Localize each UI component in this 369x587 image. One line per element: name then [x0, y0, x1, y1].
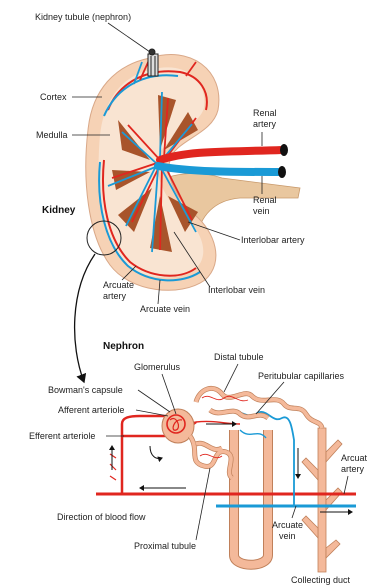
- renal-vein-vessel: [158, 166, 280, 172]
- label-bowmans-capsule: Bowman's capsule: [48, 385, 123, 395]
- flow-arrow-curve: [150, 446, 162, 459]
- label-arcuate-vein-right-1: Arcuate: [272, 520, 303, 530]
- label-glomerulus: Glomerulus: [134, 362, 181, 372]
- loop-of-henle: [234, 430, 268, 565]
- label-arcuate-vein-right-2: vein: [279, 531, 296, 541]
- label-arcuate-artery-1: Arcuate: [103, 280, 134, 290]
- label-peritubular-capillaries: Peritubular capillaries: [258, 371, 345, 381]
- label-cortex: Cortex: [40, 92, 67, 102]
- label-renal-artery-2: artery: [253, 119, 277, 129]
- kidney-tubule-mini: [148, 49, 158, 76]
- label-renal-vein-2: vein: [253, 206, 270, 216]
- label-renal-artery-1: Renal: [253, 108, 277, 118]
- label-distal-tubule: Distal tubule: [214, 352, 264, 362]
- label-efferent-arteriole: Efferent arteriole: [29, 431, 95, 441]
- label-direction-of-blood-flow: Direction of blood flow: [57, 512, 146, 522]
- label-arcuate-vein: Arcuate vein: [140, 304, 190, 314]
- label-arcuate-artery-right-1: Arcuat: [341, 453, 368, 463]
- label-proximal-tubule: Proximal tubule: [134, 541, 196, 551]
- label-kidney-tubule: Kidney tubule (nephron): [35, 12, 131, 22]
- label-interlobar-artery: Interlobar artery: [241, 235, 305, 245]
- label-arcuate-artery-2: artery: [103, 291, 127, 301]
- label-medulla: Medulla: [36, 130, 68, 140]
- zoom-arrow: [75, 254, 95, 382]
- label-interlobar-vein: Interlobar vein: [208, 285, 265, 295]
- label-kidney: Kidney: [42, 205, 76, 216]
- label-nephron: Nephron: [103, 341, 144, 352]
- collecting-duct: [302, 428, 342, 572]
- label-arcuate-artery-right-2: artery: [341, 464, 365, 474]
- label-collecting-duct: Collecting duct: [291, 575, 351, 585]
- renal-artery-vessel: [160, 150, 282, 160]
- label-afferent-arteriole: Afferent arteriole: [58, 405, 124, 415]
- kidney-illustration: [86, 49, 300, 290]
- label-renal-vein-1: Renal: [253, 195, 277, 205]
